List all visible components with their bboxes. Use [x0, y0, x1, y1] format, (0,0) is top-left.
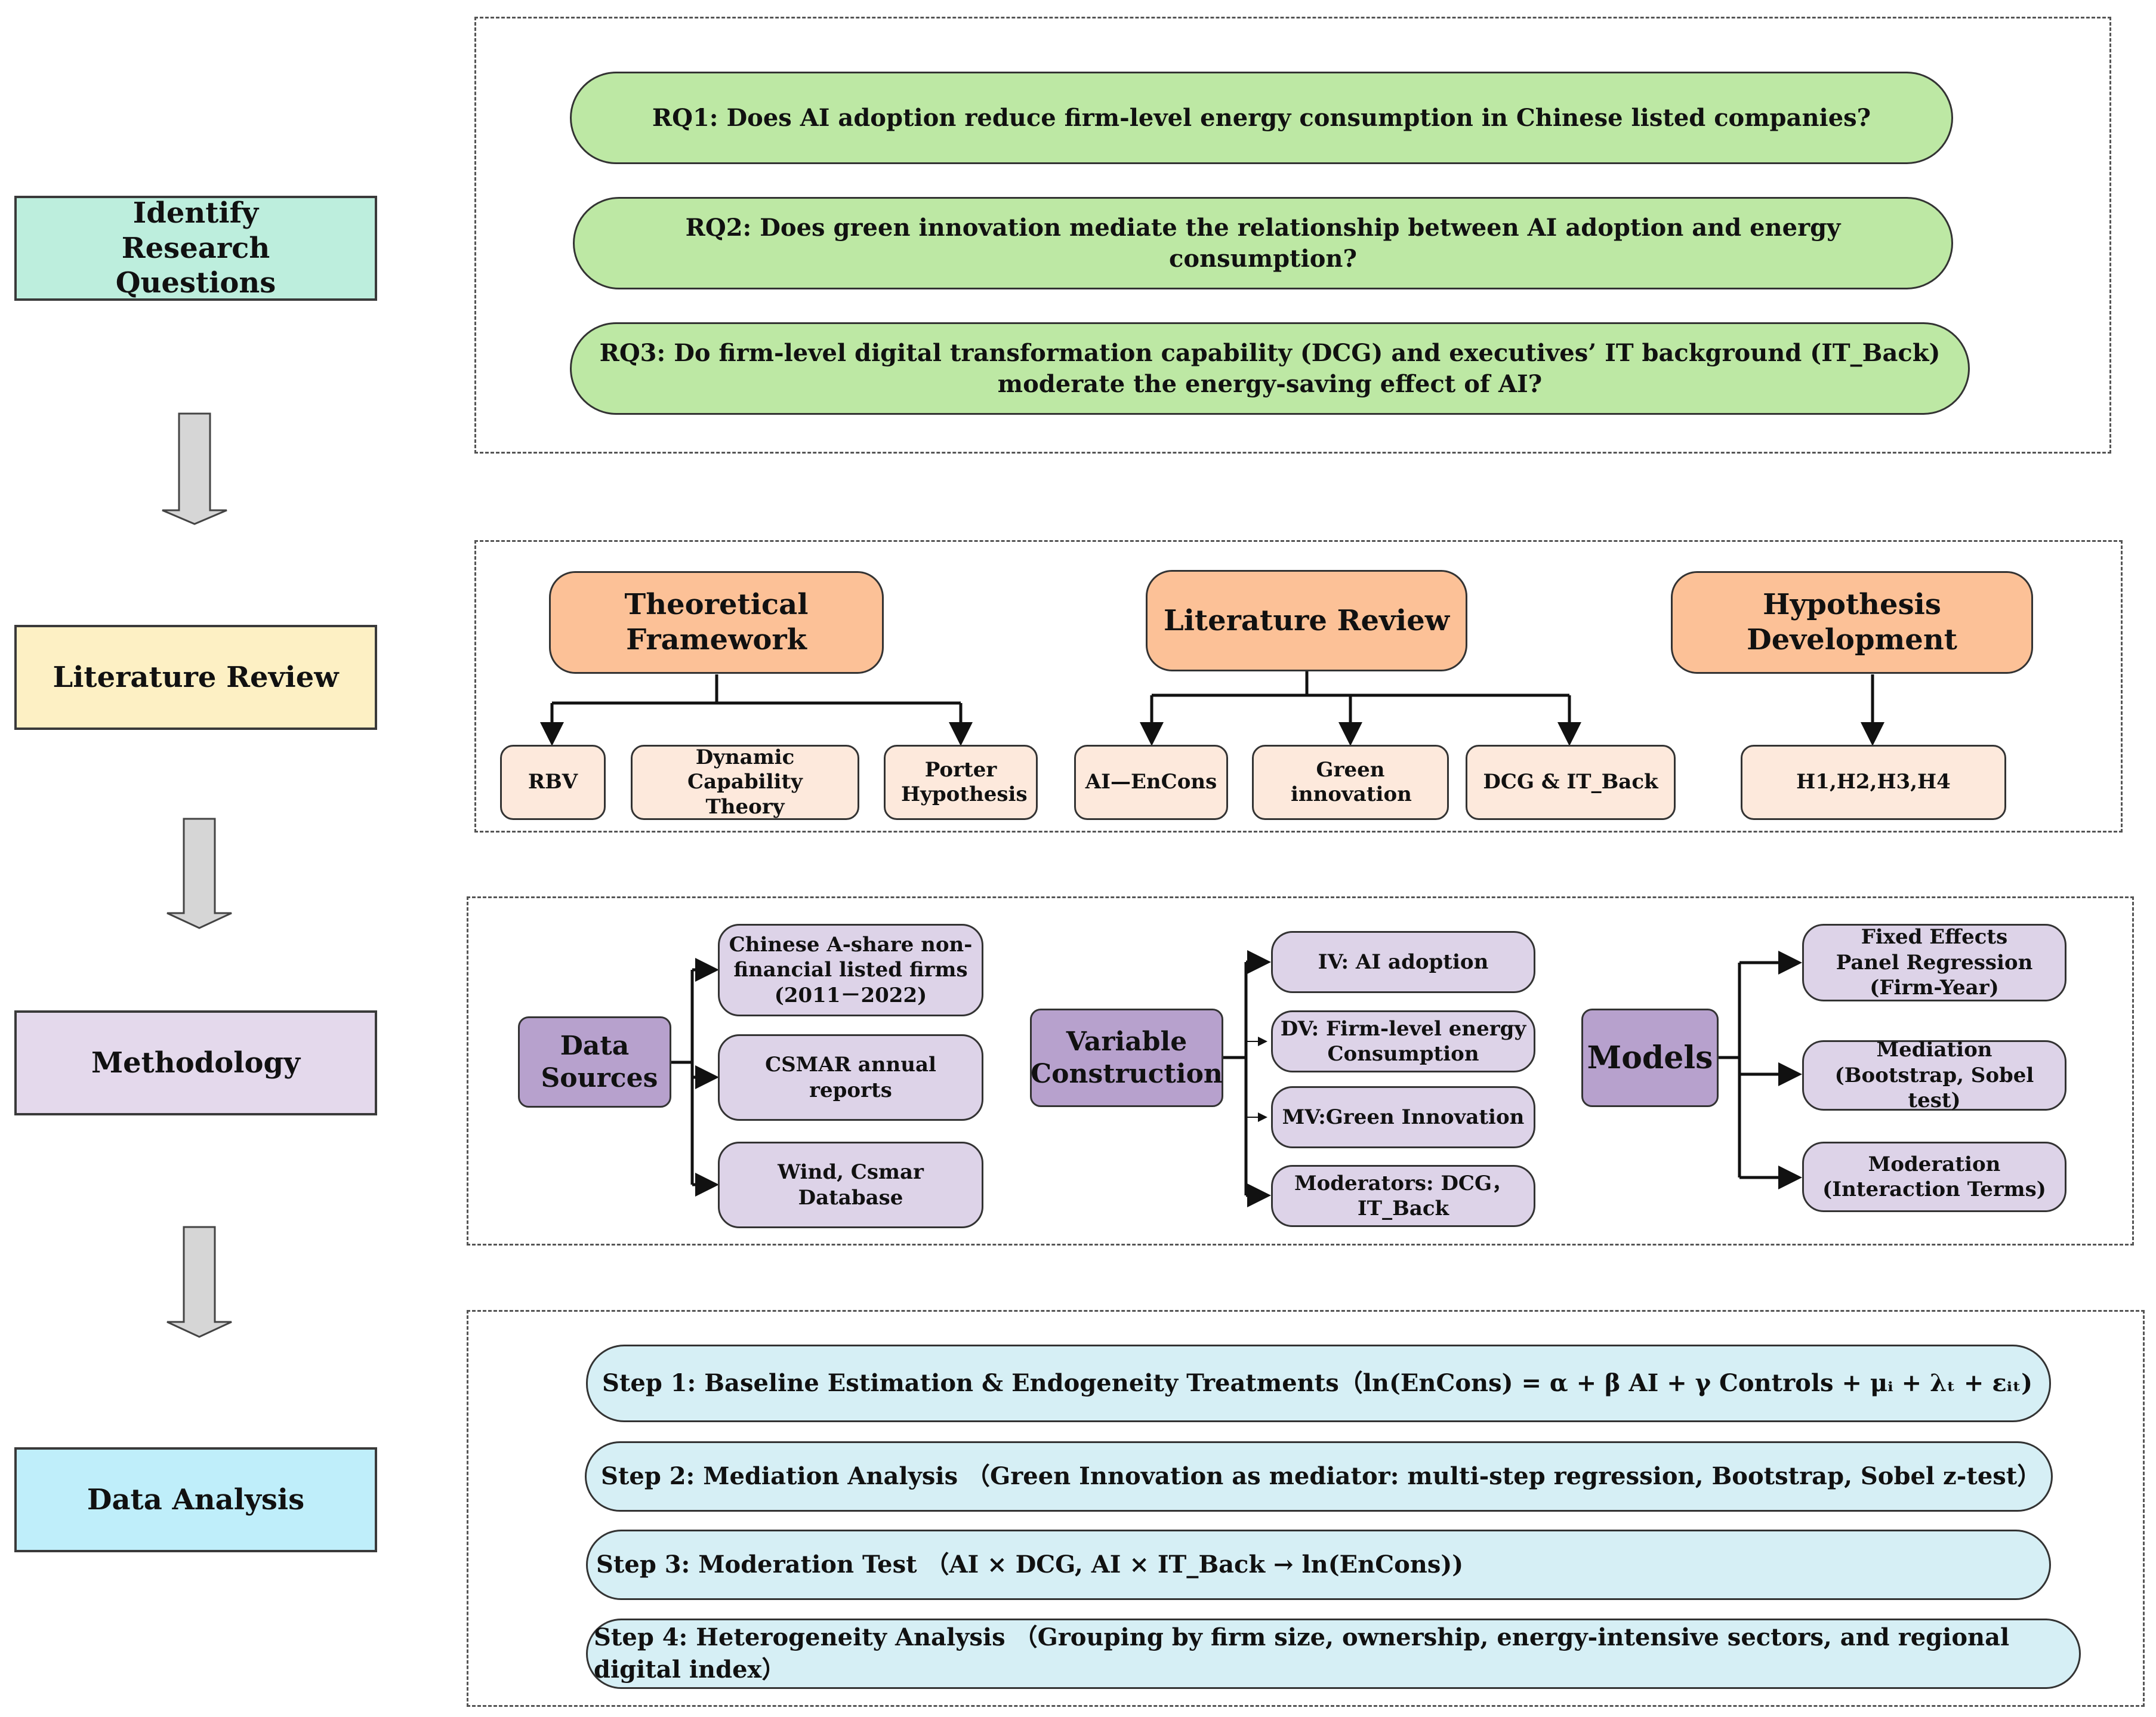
rq1-box: RQ1: Does AI adoption reduce firm-level … [570, 72, 1953, 164]
variable-item-moderators: Moderators: DCG，IT_Back [1271, 1165, 1535, 1227]
hypothesis-development-title: Hypothesis Development [1747, 588, 1957, 656]
model-item-fixed-effects: Fixed Effects Panel Regression (Firm-Yea… [1802, 924, 2066, 1001]
literature-panel [474, 540, 2123, 833]
literature-review-box: Literature Review [1146, 570, 1467, 671]
stage-literature-review: Literature Review [14, 625, 377, 730]
rq1-text: RQ1: Does AI adoption reduce firm-level … [652, 103, 1871, 132]
models-lines [1719, 951, 1802, 1189]
model-moderation-label: Moderation (Interaction Terms) [1822, 1152, 2046, 1202]
stage-methodology: Methodology [14, 1010, 377, 1115]
variable-construction-box: Variable Construction [1030, 1009, 1223, 1107]
hypotheses-box: H1,H2,H3,H4 [1741, 745, 2006, 820]
theoretical-framework-title: Theoretical Framework [624, 588, 809, 656]
research-questions-panel [474, 17, 2111, 454]
hypotheses-label: H1,H2,H3,H4 [1796, 770, 1951, 794]
green-innovation-box: Green innovation [1252, 745, 1449, 820]
analysis-panel [467, 1310, 2145, 1707]
data-source-item-2: CSMAR annual reports [718, 1034, 983, 1121]
rq3-text-line2: moderate the energy-saving effect of AI? [997, 369, 1543, 398]
models-title: Models [1587, 1039, 1713, 1076]
methodology-panel [467, 896, 2134, 1246]
analysis-step-1: Step 1: Baseline Estimation & Endogeneit… [586, 1345, 2051, 1422]
data-sources-box: Data Sources [518, 1016, 671, 1108]
analysis-step-4: Step 4: Heterogeneity Analysis （Grouping… [586, 1619, 2081, 1689]
stage-identify-label: Identify Research Questions [115, 196, 276, 300]
variables-lines [1223, 950, 1271, 1207]
porter-hypothesis-box: Porter Hypothesis [884, 745, 1038, 820]
analysis-step-2-text: Step 2: Mediation Analysis （Green Innova… [601, 1462, 2041, 1490]
dynamic-capability-box: Dynamic Capability Theory [631, 745, 859, 820]
data-source-item-3: Wind, Csmar Database [718, 1142, 983, 1228]
porter-hypothesis-label: Porter Hypothesis [901, 757, 1028, 806]
stage-arrow-2 [166, 818, 232, 929]
variable-item-iv: IV: AI adoption [1271, 931, 1535, 993]
rq3-text-line1: RQ3: Do firm-level digital transformatio… [599, 338, 1941, 367]
model-fixed-effects-label: Fixed Effects Panel Regression (Firm-Yea… [1836, 925, 2033, 1000]
dcg-it-back-label: DCG & IT_Back [1483, 770, 1658, 794]
stage-arrow-3 [166, 1226, 232, 1338]
data-source-label-3: Wind, Csmar Database [778, 1160, 924, 1210]
data-source-label-2: CSMAR annual reports [765, 1053, 936, 1102]
variable-mv-label: MV:Green Innovation [1282, 1105, 1525, 1129]
data-sources-title: Data Sources [541, 1030, 658, 1093]
ai-encons-label: AI—EnCons [1085, 770, 1217, 794]
variable-item-dv: DV: Firm-level energy Consumption [1271, 1010, 1535, 1072]
stage-analysis-label: Data Analysis [87, 1482, 305, 1516]
rq3-box: RQ3: Do firm-level digital transformatio… [570, 322, 1970, 415]
variable-iv-label: IV: AI adoption [1318, 950, 1489, 974]
data-sources-lines [671, 958, 719, 1197]
analysis-step-2: Step 2: Mediation Analysis （Green Innova… [585, 1441, 2053, 1512]
analysis-step-3-text: Step 3: Moderation Test （AI × DCG, AI × … [596, 1550, 1464, 1579]
ai-encons-box: AI—EnCons [1074, 745, 1228, 820]
theoretical-framework-box: Theoretical Framework [549, 571, 884, 674]
models-box: Models [1581, 1009, 1719, 1107]
stage-data-analysis: Data Analysis [14, 1447, 377, 1552]
review-tree-lines [1140, 671, 1581, 746]
theory-tree-lines [540, 674, 973, 746]
analysis-step-4-text: Step 4: Heterogeneity Analysis （Grouping… [594, 1623, 2010, 1684]
stage-methodology-label: Methodology [91, 1046, 301, 1080]
dcg-it-back-box: DCG & IT_Back [1466, 745, 1676, 820]
stage-arrow-1 [162, 412, 227, 525]
dynamic-capability-label: Dynamic Capability Theory [687, 745, 803, 819]
analysis-step-3: Step 3: Moderation Test （AI × DCG, AI × … [586, 1530, 2051, 1600]
rq2-box: RQ2: Does green innovation mediate the r… [573, 197, 1953, 289]
stage-literature-label: Literature Review [53, 660, 339, 694]
rbv-label: RBV [528, 770, 578, 794]
variable-construction-title: Variable Construction [1031, 1026, 1223, 1089]
variable-moderators-label: Moderators: DCG，IT_Back [1294, 1171, 1513, 1221]
rq2-text: RQ2: Does green innovation mediate the r… [685, 213, 1841, 273]
green-innovation-label: Green innovation [1291, 757, 1412, 806]
analysis-step-1-text: Step 1: Baseline Estimation & Endogeneit… [602, 1369, 2032, 1397]
hypothesis-development-box: Hypothesis Development [1671, 571, 2033, 674]
rbv-box: RBV [500, 745, 606, 820]
stage-identify-research-questions: Identify Research Questions [14, 196, 377, 301]
model-item-moderation: Moderation (Interaction Terms) [1802, 1142, 2066, 1212]
variable-item-mv: MV:Green Innovation [1271, 1086, 1535, 1148]
model-item-mediation: Mediation (Bootstrap, Sobel test) [1802, 1038, 2066, 1113]
variable-dv-label: DV: Firm-level energy Consumption [1280, 1016, 1526, 1066]
data-source-item-1: Chinese A-share non-financial listed fir… [718, 924, 983, 1016]
model-mediation-label: Mediation (Bootstrap, Sobel test) [1834, 1038, 2034, 1113]
data-source-label-1: Chinese A-share non-financial listed fir… [729, 932, 973, 1007]
literature-review-title: Literature Review [1163, 603, 1450, 637]
